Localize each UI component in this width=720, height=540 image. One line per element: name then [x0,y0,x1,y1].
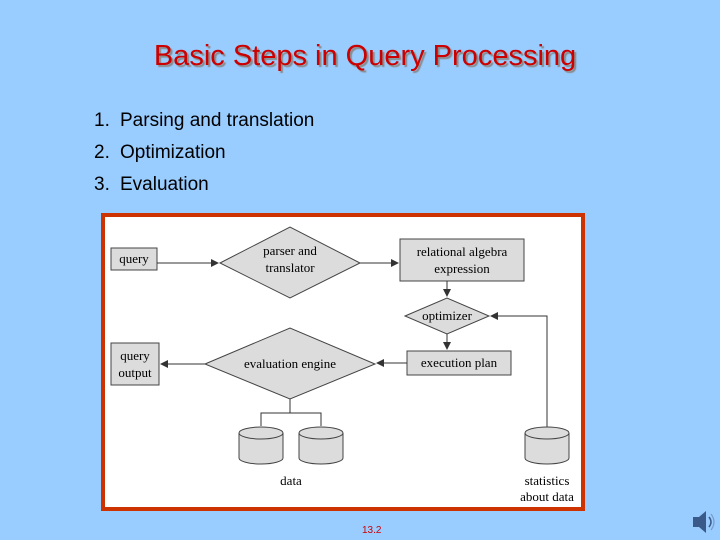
data-cylinder-2 [298,426,344,465]
query-box [110,247,158,271]
execution-plan-box [406,350,512,376]
step-text: Optimization [120,142,226,163]
statistics-label-line1: statistics [525,473,570,488]
step-item: 2. Optimization [94,142,314,174]
query-output-label-line2: output [118,365,152,380]
data-label: data [280,473,302,488]
diagram-canvas: query parser and translator relational a… [110,226,574,504]
query-processing-diagram: query parser and translator relational a… [101,213,585,511]
statistics-label-line2: about data [520,489,574,504]
step-item: 1. Parsing and translation [94,110,314,142]
arrow-statistics-to-optimizer [490,312,548,427]
connector-engine-to-data [260,399,291,426]
step-item: 3. Evaluation [94,174,314,206]
query-output-box [110,342,160,386]
statistics-cylinder [524,426,570,465]
data-cylinder-1 [238,426,284,465]
execution-plan-label: execution plan [421,355,498,370]
query-output-label-line1: query [120,348,150,363]
step-number: 1. [94,110,110,131]
evaluation-engine-label: evaluation engine [244,356,336,371]
step-text: Evaluation [120,174,209,195]
relational-algebra-box [399,238,525,282]
steps-list: 1. Parsing and translation 2. Optimization… [94,110,314,206]
parser-label-line2: translator [265,260,315,275]
page-number: 13.2 [362,525,382,536]
query-label: query [119,251,149,266]
parser-label-line1: parser and [263,243,317,258]
step-number: 3. [94,174,110,195]
connector-engine-to-data-2 [290,412,322,426]
speaker-icon[interactable] [690,508,716,536]
evaluation-engine-diamond [203,327,377,400]
slide-title: Basic Steps in Query Processing [153,40,577,72]
optimizer-diamond [403,297,491,335]
relational-label-line2: expression [434,261,490,276]
step-number: 2. [94,142,110,163]
optimizer-label: optimizer [422,308,472,323]
relational-label-line1: relational algebra [417,244,508,259]
step-text: Parsing and translation [120,110,315,131]
